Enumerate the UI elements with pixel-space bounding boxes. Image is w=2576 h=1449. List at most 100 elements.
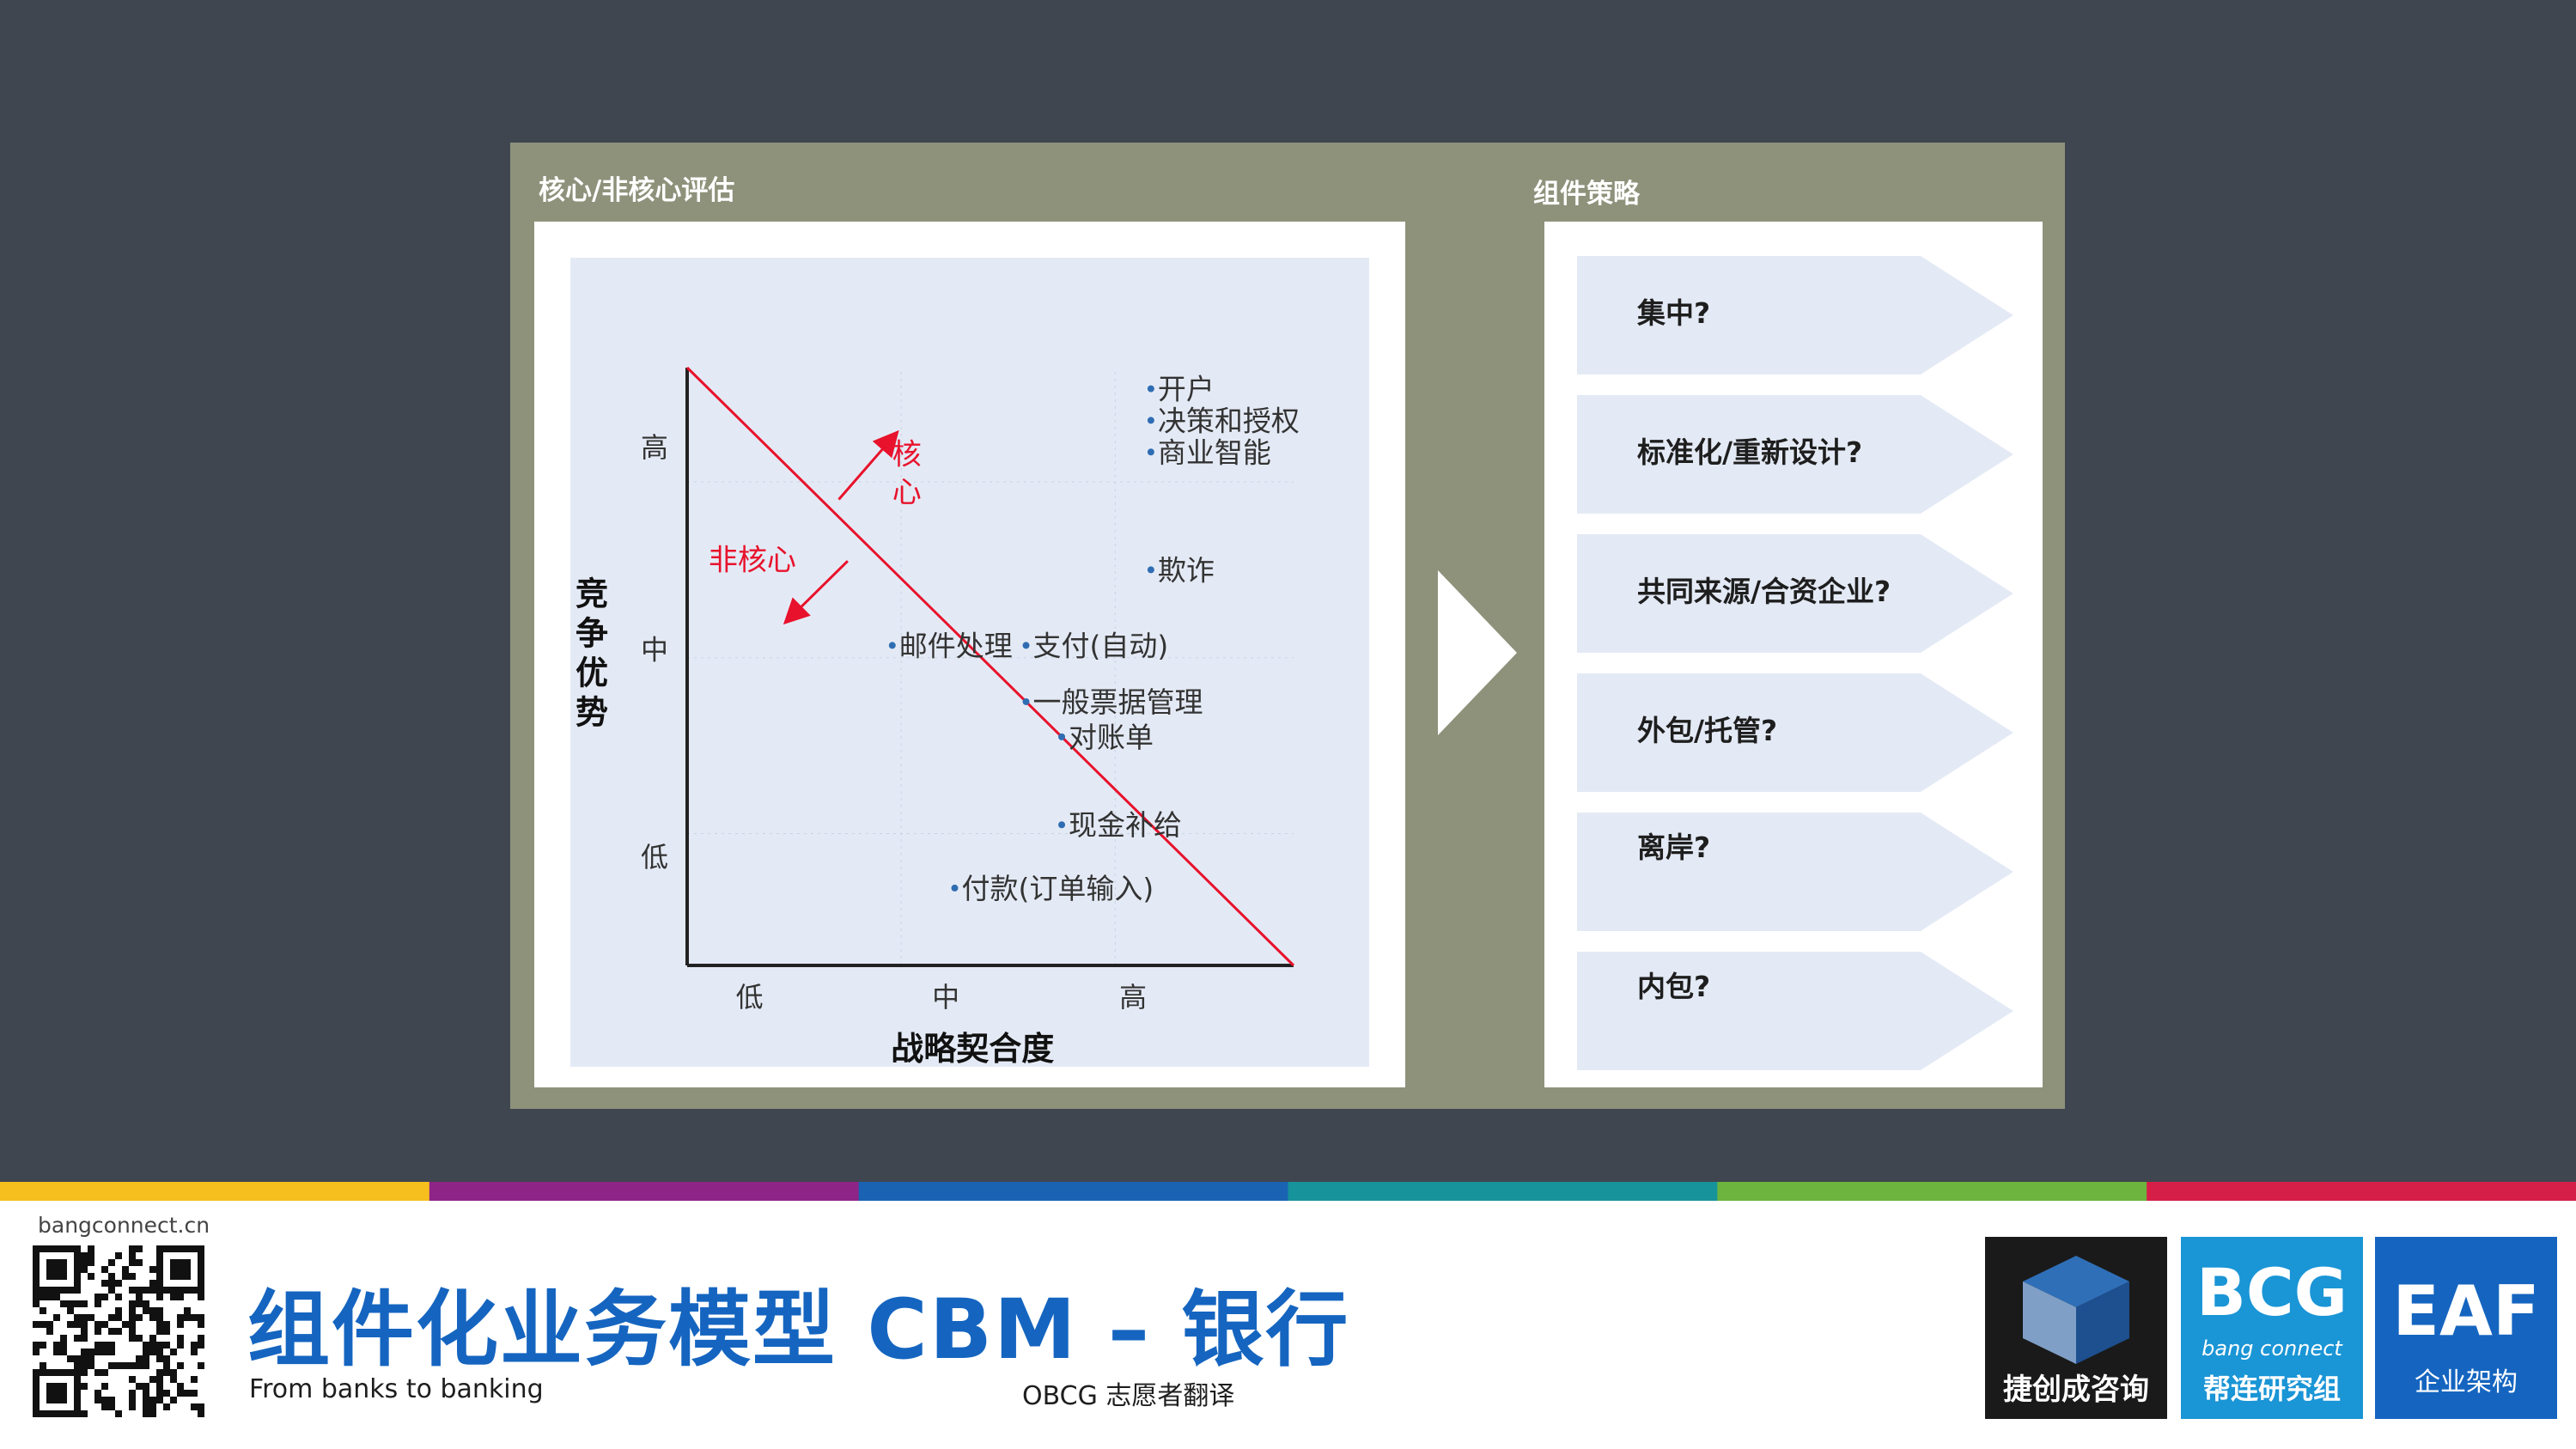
qr-module — [156, 1369, 163, 1376]
qr-module — [136, 1300, 143, 1307]
qr-module — [53, 1349, 60, 1355]
qr-module — [163, 1321, 170, 1328]
qr-module — [88, 1252, 94, 1259]
qr-module — [108, 1342, 115, 1349]
qr-module — [177, 1362, 184, 1369]
qr-module — [177, 1383, 184, 1390]
qr-module — [163, 1342, 170, 1349]
strategy-chevron: 离岸? — [1577, 813, 2013, 931]
chart-labels: 低中高低中高战略契合度竞争优势核心非核心 — [575, 429, 1147, 1068]
chart-axes — [685, 366, 1295, 967]
qr-module — [143, 1342, 149, 1349]
data-point-label: 决策和授权 — [1158, 404, 1300, 437]
qr-module — [88, 1314, 94, 1321]
qr-module — [46, 1328, 53, 1335]
qr-finder — [170, 1259, 191, 1280]
qr-module — [67, 1355, 74, 1362]
qr-module — [149, 1280, 156, 1287]
qr-module — [129, 1397, 136, 1403]
qr-module — [81, 1383, 88, 1390]
qr-module — [156, 1294, 163, 1300]
qr-module — [81, 1321, 88, 1328]
strategy-label: 外包/托管? — [1637, 714, 1778, 747]
qr-module — [143, 1383, 149, 1390]
qr-module — [101, 1280, 108, 1287]
core-noncore-chart: 开户决策和授权商业智能欺诈邮件处理支付(自动)一般票据管理对账单现金补给付款(订… — [570, 258, 1369, 1068]
data-point-label: 现金补给 — [1069, 808, 1182, 842]
qr-module — [88, 1362, 94, 1369]
qr-module — [94, 1300, 101, 1307]
qr-module — [108, 1362, 115, 1369]
qr-module — [115, 1314, 122, 1321]
qr-module — [101, 1342, 108, 1349]
qr-module — [163, 1355, 170, 1362]
stripe-segment — [2147, 1182, 2576, 1201]
qr-module — [81, 1369, 88, 1376]
qr-module — [40, 1342, 46, 1349]
logo-italic: bang connect — [2201, 1336, 2342, 1361]
qr-module — [46, 1294, 53, 1300]
y-tick-label: 高 — [641, 431, 668, 464]
qr-module — [74, 1321, 81, 1328]
qr-module — [149, 1403, 156, 1410]
qr-module — [74, 1314, 81, 1321]
qr-module — [33, 1342, 40, 1349]
site-url[interactable]: bangconnect.cn — [38, 1213, 210, 1238]
qr-code-icon — [33, 1245, 204, 1417]
qr-module — [101, 1383, 108, 1390]
x-tick-label: 高 — [1119, 981, 1147, 1014]
qr-module — [129, 1321, 136, 1328]
qr-module — [88, 1245, 94, 1252]
qr-module — [198, 1403, 204, 1410]
qr-module — [101, 1397, 108, 1403]
stripe-segment — [858, 1182, 1289, 1201]
qr-module — [81, 1335, 88, 1342]
cube-logo-icon — [2023, 1256, 2129, 1364]
qr-module — [94, 1321, 101, 1328]
qr-module — [115, 1280, 122, 1287]
qr-module — [156, 1376, 163, 1383]
qr-module — [60, 1342, 67, 1349]
qr-module — [191, 1376, 198, 1383]
qr-module — [170, 1397, 177, 1403]
qr-module — [143, 1300, 149, 1307]
chart-background — [570, 258, 1369, 1067]
qr-module — [129, 1245, 136, 1252]
qr-module — [67, 1307, 74, 1314]
qr-module — [198, 1410, 204, 1417]
qr-module — [122, 1273, 129, 1280]
y-tick-label: 中 — [641, 634, 668, 667]
qr-module — [170, 1376, 177, 1383]
qr-module — [184, 1314, 191, 1321]
qr-module — [129, 1335, 136, 1342]
logo-main: EAF — [2392, 1271, 2540, 1351]
qr-module — [53, 1342, 60, 1349]
strategy-label: 集中? — [1637, 296, 1711, 330]
data-point — [1058, 821, 1066, 829]
qr-module — [163, 1403, 170, 1410]
qr-module — [129, 1259, 136, 1266]
page-subtitle: From banks to banking — [249, 1374, 544, 1404]
left-panel-title: 核心/非核心评估 — [539, 175, 735, 206]
qr-module — [129, 1252, 136, 1259]
data-point — [1147, 566, 1154, 574]
data-point-label: 欺诈 — [1158, 553, 1215, 587]
qr-module — [115, 1294, 122, 1300]
qr-module — [60, 1300, 67, 1307]
qr-module — [191, 1390, 198, 1397]
core-arrow — [837, 429, 899, 501]
qr-module — [40, 1294, 46, 1300]
qr-module — [156, 1314, 163, 1321]
qr-module — [177, 1321, 184, 1328]
qr-module — [136, 1294, 143, 1300]
core-assessment-card: 开户决策和授权商业智能欺诈邮件处理支付(自动)一般票据管理对账单现金补给付款(订… — [534, 222, 1405, 1087]
qr-module — [74, 1300, 81, 1307]
qr-module — [149, 1376, 156, 1383]
qr-module — [81, 1259, 88, 1266]
qr-module — [136, 1287, 143, 1294]
qr-module — [177, 1335, 184, 1342]
stripe-segment — [1717, 1182, 2148, 1201]
x-tick-label: 中 — [932, 981, 959, 1014]
qr-module — [101, 1266, 108, 1273]
strategy-card: 集中?标准化/重新设计?共同来源/合资企业?外包/托管?离岸?内包? — [1544, 222, 2043, 1087]
